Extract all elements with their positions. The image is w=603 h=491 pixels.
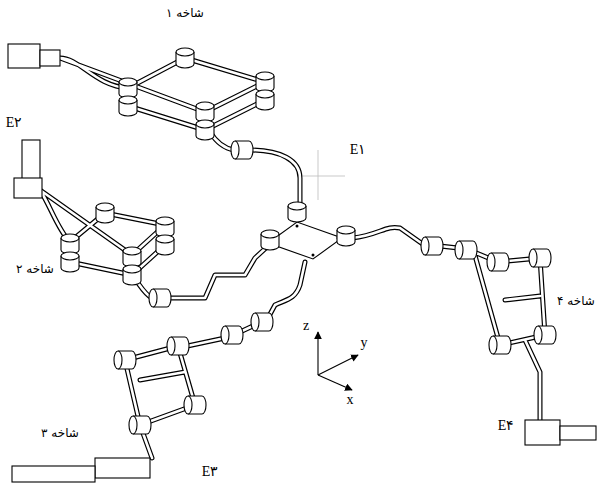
branch-label: شاخه ۲ [16,263,54,276]
end-effector-label: E۱ [350,142,367,157]
axis-label: y [361,335,368,350]
branch-label: شاخه ۳ [41,427,79,440]
branch-label: شاخه ۱ [166,7,204,20]
end-effector-label: E۴ [498,418,515,433]
end-effector-label: E۲ [6,115,23,130]
branch-label: شاخه ۴ [557,295,595,308]
axis-label: x [347,392,354,407]
axis-label: z [303,318,309,333]
end-effector-label: E۳ [202,464,219,479]
